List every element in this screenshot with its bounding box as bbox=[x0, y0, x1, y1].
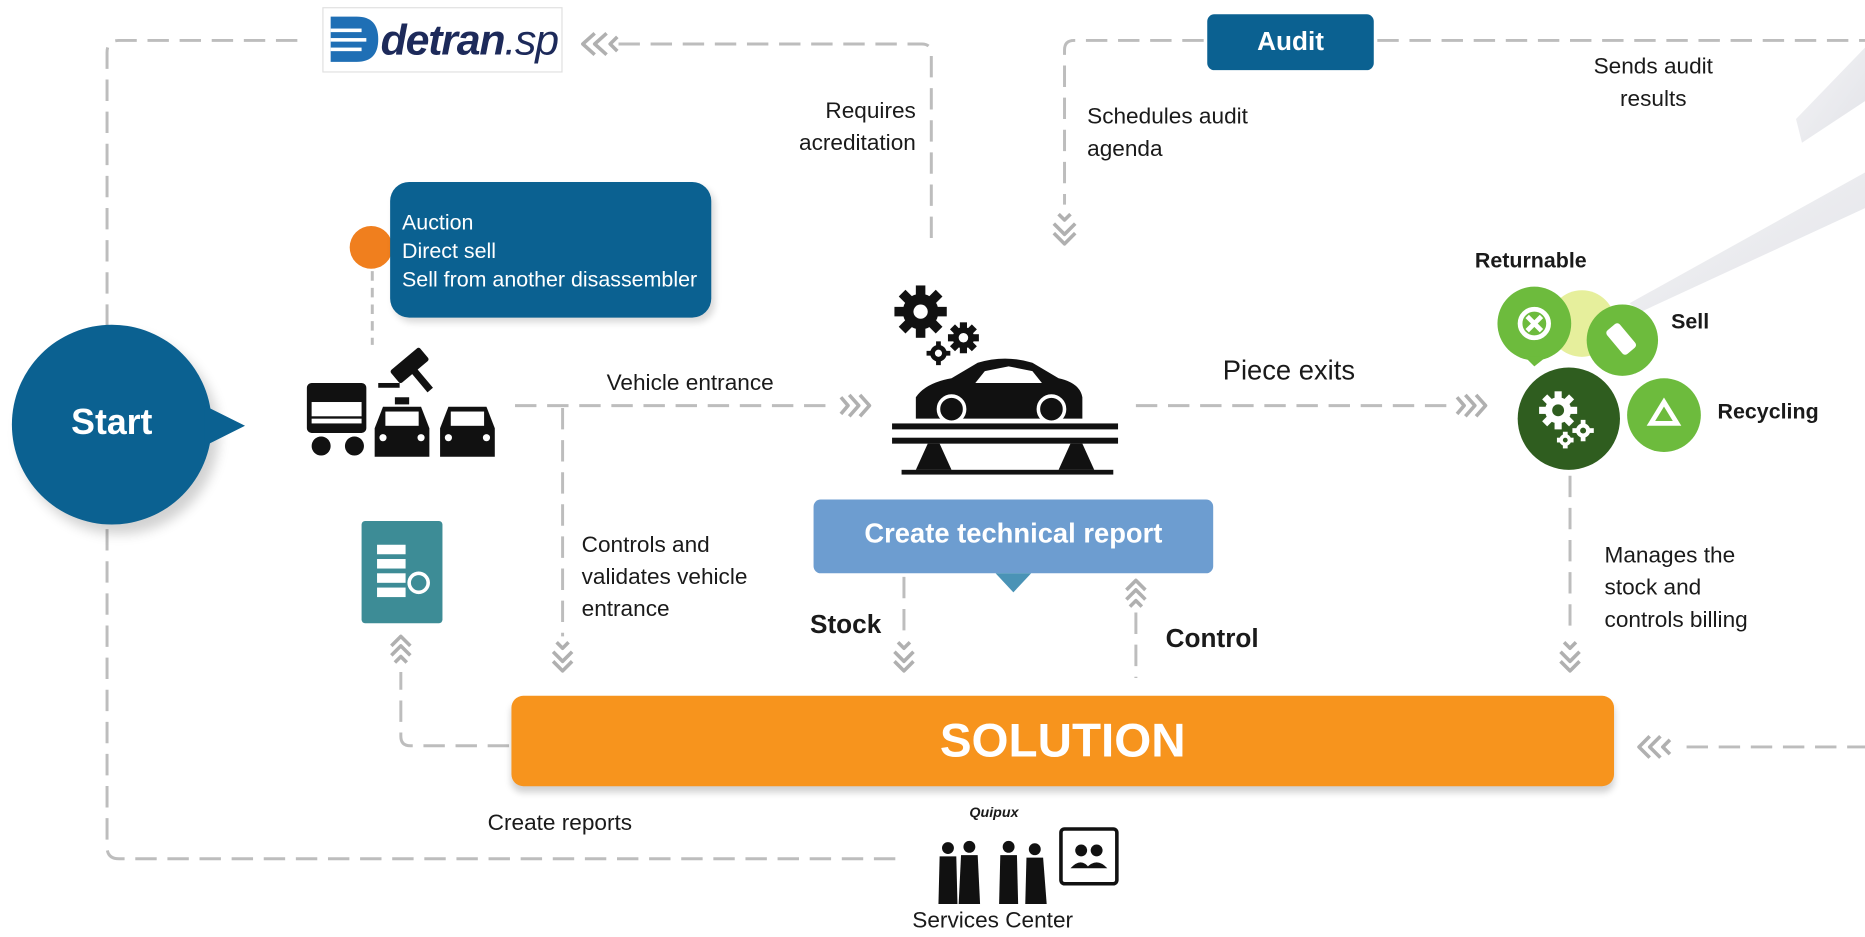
start-circle bbox=[11, 324, 212, 525]
create-reports-label: Create reports bbox=[487, 811, 633, 837]
acquisition-item: Direct sell bbox=[402, 239, 497, 263]
requires-accreditation-label: Requires acreditation bbox=[799, 98, 916, 156]
services-center-label: Services Center bbox=[912, 908, 1074, 934]
outcomes-cluster bbox=[1497, 286, 1701, 470]
background-wedge-arrow-2 bbox=[1629, 172, 1865, 312]
audit-line-left bbox=[1063, 38, 1204, 205]
create-technical-report-box: Create technical report bbox=[813, 499, 1214, 574]
chevron-left-detran bbox=[581, 31, 619, 57]
controls-validates-label: Controls and validates vehicle entrance bbox=[581, 532, 748, 623]
chevron-left-incoming bbox=[1637, 734, 1672, 759]
chevron-down-stock bbox=[893, 641, 915, 673]
vehicle-entrance-label: Vehicle entrance bbox=[606, 371, 774, 397]
audit-box: Audit bbox=[1207, 14, 1374, 71]
solution-bar: SOLUTION bbox=[511, 695, 1615, 787]
chevron-right-exits bbox=[1455, 393, 1488, 418]
acquisition-box: Auction Direct sell Sell from another di… bbox=[390, 181, 712, 318]
report-pointer bbox=[995, 573, 1032, 593]
chevron-up-reports bbox=[390, 634, 412, 664]
sell-label: Sell bbox=[1671, 309, 1710, 334]
detran-logo-text: detran.sp bbox=[380, 15, 559, 65]
detran-logo-mark-icon bbox=[330, 16, 379, 62]
acquisition-item: Sell from another disassembler bbox=[402, 267, 698, 292]
returnable-label: Returnable bbox=[1474, 248, 1587, 273]
start-label: Start bbox=[71, 403, 153, 443]
schedules-audit-label: Schedules audit agenda bbox=[1087, 104, 1248, 162]
piece-exits-label: Piece exits bbox=[1222, 354, 1355, 386]
chevron-down-audit bbox=[1052, 212, 1077, 246]
background-wedge-arrow bbox=[1796, 47, 1865, 143]
reports-line bbox=[399, 672, 510, 748]
stock-label: Stock bbox=[809, 608, 882, 639]
start-pointer bbox=[204, 405, 246, 447]
sends-audit-results-label: Sends audit results bbox=[1593, 54, 1713, 112]
vehicles-icon bbox=[306, 347, 495, 457]
chevron-down-manages bbox=[1559, 641, 1581, 673]
detran-logo: detran.sp bbox=[322, 7, 563, 73]
server-report-icon bbox=[361, 520, 443, 624]
chevron-up-control bbox=[1125, 578, 1147, 608]
acquisition-item: Auction bbox=[402, 210, 474, 235]
chevron-right-entrance bbox=[839, 393, 872, 418]
accreditation-line bbox=[618, 42, 933, 244]
control-label: Control bbox=[1165, 623, 1259, 653]
car-lift-icon bbox=[892, 285, 1119, 475]
recycling-label: Recycling bbox=[1717, 399, 1819, 424]
chevron-down-validates bbox=[551, 641, 574, 673]
manages-stock-label: Manages the stock and controls billing bbox=[1604, 543, 1748, 633]
quipux-logo-text: Quipux bbox=[969, 804, 1019, 821]
people-icon bbox=[938, 827, 1119, 904]
pin-ball bbox=[349, 225, 393, 269]
